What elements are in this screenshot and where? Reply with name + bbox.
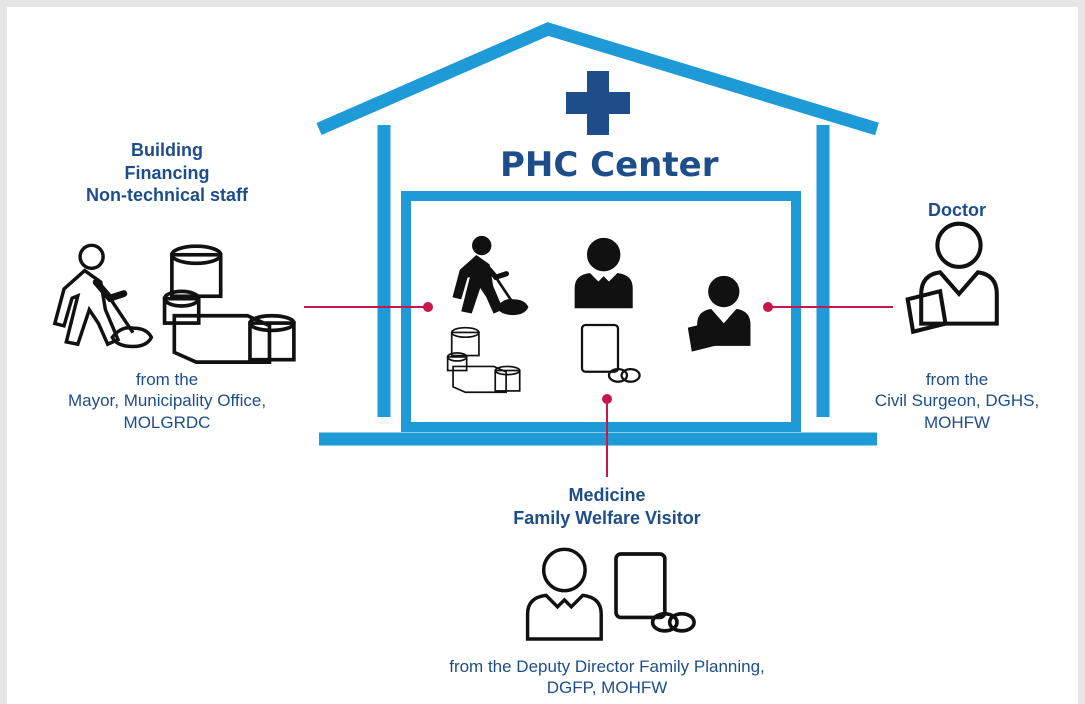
left-source-line-3: MOLGRDC [123,412,211,432]
input-doctor: Doctor [928,200,986,220]
diagram-canvas: PHC Center Building Financing Non-techni… [7,7,1078,704]
pill-pack-icon [580,323,641,383]
right-source-label: from the Civil Surgeon, DGHS, MOHFW [847,369,1067,433]
diagram-graphics [7,22,1078,641]
input-building: Building [131,140,203,160]
house-inner-frame [401,191,801,432]
medical-cross-icon [566,71,630,135]
right-source-line-3: MOHFW [923,412,991,432]
input-family-welfare-visitor: Family Welfare Visitor [513,507,701,528]
house-roof [316,22,879,136]
right-source-line-2: Civil Surgeon, DGHS, [874,391,1040,411]
right-inputs-label: Doctor [892,199,1022,222]
connectors [304,302,893,477]
doctor-icon [687,275,751,352]
cleaner-icon [55,245,152,346]
input-financing: Financing [124,162,210,183]
left-source-line-1: from the [135,370,199,389]
money-stack-icon [446,326,521,394]
right-source-line-1: from the [925,370,989,389]
house-outline [316,22,879,446]
cleaner-icon [454,237,528,314]
bottom-source-line-2: DGFP, MOHFW [546,678,668,698]
nurse-icon [574,237,633,309]
left-source-label: from the Mayor, Municipality Office, MOL… [27,369,307,433]
doctor-icon [908,224,997,332]
pill-pack-icon [614,552,696,633]
bottom-source-line-1: from the Deputy Director Family Planning… [449,657,765,676]
input-medicine: Medicine [568,485,646,505]
left-inputs-label: Building Financing Non-technical staff [67,139,267,207]
nurse-icon [525,547,603,641]
bottom-inputs-label: Medicine Family Welfare Visitor [477,484,737,529]
left-source-line-2: Mayor, Municipality Office, [67,391,267,411]
bottom-source-label: from the Deputy Director Family Planning… [387,656,827,699]
input-nontechnical-staff: Non-technical staff [85,185,249,205]
page-title: PHC Center [500,145,719,185]
money-stack-icon [162,244,296,364]
